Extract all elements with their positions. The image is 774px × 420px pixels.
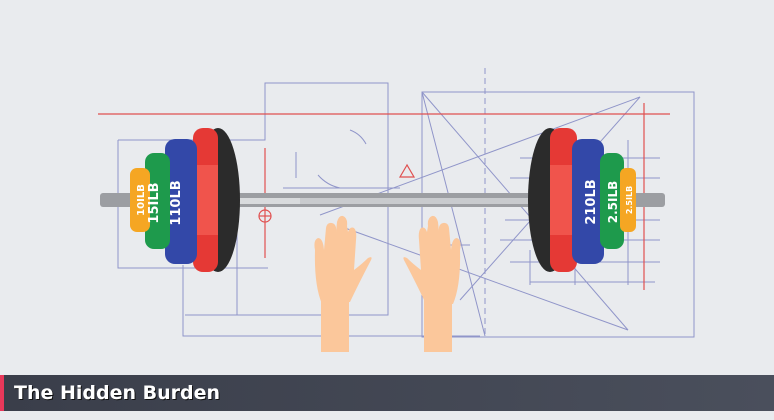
caption-bar: The Hidden Burden — [0, 375, 774, 411]
plate-label-right-4: 2.5ILB — [625, 186, 634, 214]
plate-label-left-2: 15ILB — [147, 182, 162, 223]
footer-strip — [0, 411, 774, 420]
caption-title: The Hidden Burden — [14, 382, 221, 404]
caption-accent — [0, 375, 4, 411]
plate-label-left-1: 10ILB — [136, 184, 147, 216]
barbell-bar — [100, 193, 665, 207]
plate-label-right-2: 210LB — [584, 179, 599, 224]
hand-right-icon — [403, 215, 461, 352]
plate-label-left-3: 110LB — [169, 180, 184, 225]
plate-label-right-3: 2.5ILB — [606, 181, 620, 224]
left-plates: 10ILB 15ILB 110LB — [130, 128, 240, 272]
illustration: 10ILB 15ILB 110LB 210LB 2.5ILB 2.5ILB — [98, 68, 695, 352]
right-plates: 210LB 2.5ILB 2.5ILB — [528, 128, 636, 272]
hand-left-icon — [314, 215, 372, 352]
